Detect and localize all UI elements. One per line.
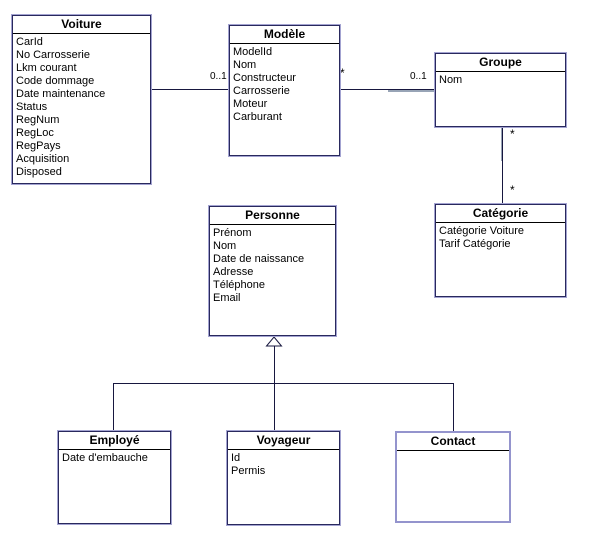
attribute-row: Nom [233,59,257,71]
association-voiture-modele-line[interactable] [151,89,229,90]
attribute-list: Date d'embauche [59,450,170,465]
attribute-row: RegPays [16,140,61,152]
attribute-row: Prénom [213,227,252,239]
class-title: Employé [59,432,170,450]
attribute-row: Carburant [233,111,282,123]
attribute-row: Date de naissance [213,253,305,265]
attribute-row: Id [231,452,241,464]
generalization-branch-voyageur-line[interactable] [274,384,275,431]
attribute-row: Catégorie Voiture [439,225,524,237]
attribute-row: Nom [439,74,463,86]
attribute-list [397,451,509,453]
class-box-employe[interactable]: Employé Date d'embauche [58,431,171,524]
class-title: Voiture [13,16,150,34]
association-modele-groupe-line[interactable] [341,89,435,90]
class-title: Groupe [436,54,565,72]
attribute-row: No Carrosserie [16,49,90,61]
association-modele-groupe-line-shadow [388,90,435,92]
generalization-branch-employe-line[interactable] [113,384,114,431]
multiplicity-groupe-left-side: 0..1 [410,71,427,82]
attribute-row: Lkm courant [16,62,77,74]
attribute-row: Status [16,101,48,113]
association-groupe-categorie-line[interactable] [502,128,503,204]
attribute-row: Email [213,292,241,304]
multiplicity-groupe-bottom-side: * [510,127,515,141]
attribute-row: Tarif Catégorie [439,238,511,250]
attribute-row: Carrosserie [233,85,290,97]
attribute-row: Disposed [16,166,62,178]
attribute-row: RegNum [16,114,60,126]
multiplicity-modele-left-side: 0..1 [210,71,227,82]
association-groupe-categorie-line-shadow [501,128,502,161]
generalization-horizontal-line[interactable] [113,383,454,384]
attribute-row: Adresse [213,266,254,278]
class-title: Contact [397,433,509,451]
attribute-row: Téléphone [213,279,265,291]
attribute-row: Code dommage [16,75,95,87]
class-title: Modèle [230,26,339,44]
attribute-list: Nom [436,72,565,87]
attribute-row: Acquisition [16,153,70,165]
attribute-row: Date maintenance [16,88,106,100]
class-box-groupe[interactable]: Groupe Nom [435,53,566,127]
generalization-stem-line[interactable] [274,346,275,383]
attribute-row: ModelId [233,46,273,58]
attribute-row: RegLoc [16,127,54,139]
class-title: Voyageur [228,432,339,450]
multiplicity-categorie-top-side: * [510,183,515,197]
attribute-row: CarId [16,36,43,48]
attribute-row: Permis [231,465,266,477]
class-title: Personne [210,207,335,225]
class-box-contact[interactable]: Contact [395,431,511,523]
attribute-row: Moteur [233,98,268,110]
multiplicity-modele-right-side: * [340,66,345,80]
attribute-row: Nom [213,240,237,252]
class-title: Catégorie [436,205,565,223]
generalization-branch-contact-line[interactable] [453,384,454,431]
attribute-row: Date d'embauche [62,452,148,464]
attribute-row: Constructeur [233,72,296,84]
